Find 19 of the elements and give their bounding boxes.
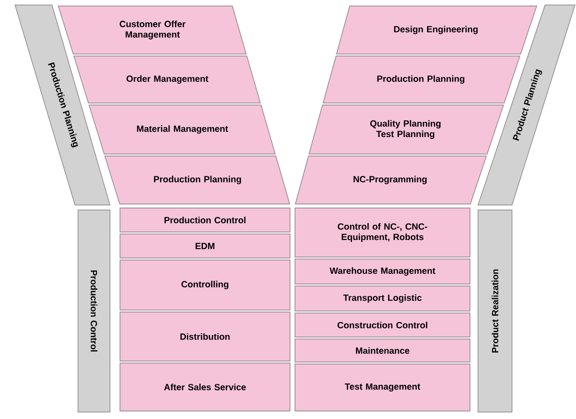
process-box: Construction Control <box>294 312 470 338</box>
category-band: Production Control <box>78 210 110 412</box>
process-box: After Sales Service <box>120 362 290 412</box>
process-box: EDM <box>120 234 290 258</box>
process-box: Distribution <box>120 312 290 362</box>
process-box: Production Planning <box>104 156 290 204</box>
process-box: Control of NC-, CNC-Equipment, Robots <box>294 208 470 258</box>
process-box: NC-Programming <box>294 156 487 204</box>
category-band: Product Realization <box>478 210 512 412</box>
process-box: Maintenance <box>294 338 470 362</box>
process-box: Design Engineering <box>336 6 538 54</box>
process-box: Transport Logistic <box>294 286 470 312</box>
process-box: Order Management <box>73 56 261 104</box>
process-box: Quality Planning Test Planning <box>308 104 504 154</box>
process-box: Customer Offer Management <box>58 6 247 54</box>
process-box: Material Management <box>88 104 276 154</box>
process-box: Production Control <box>120 208 290 232</box>
process-box: Warehouse Management <box>294 258 470 284</box>
process-box: Production Planning <box>322 56 520 104</box>
